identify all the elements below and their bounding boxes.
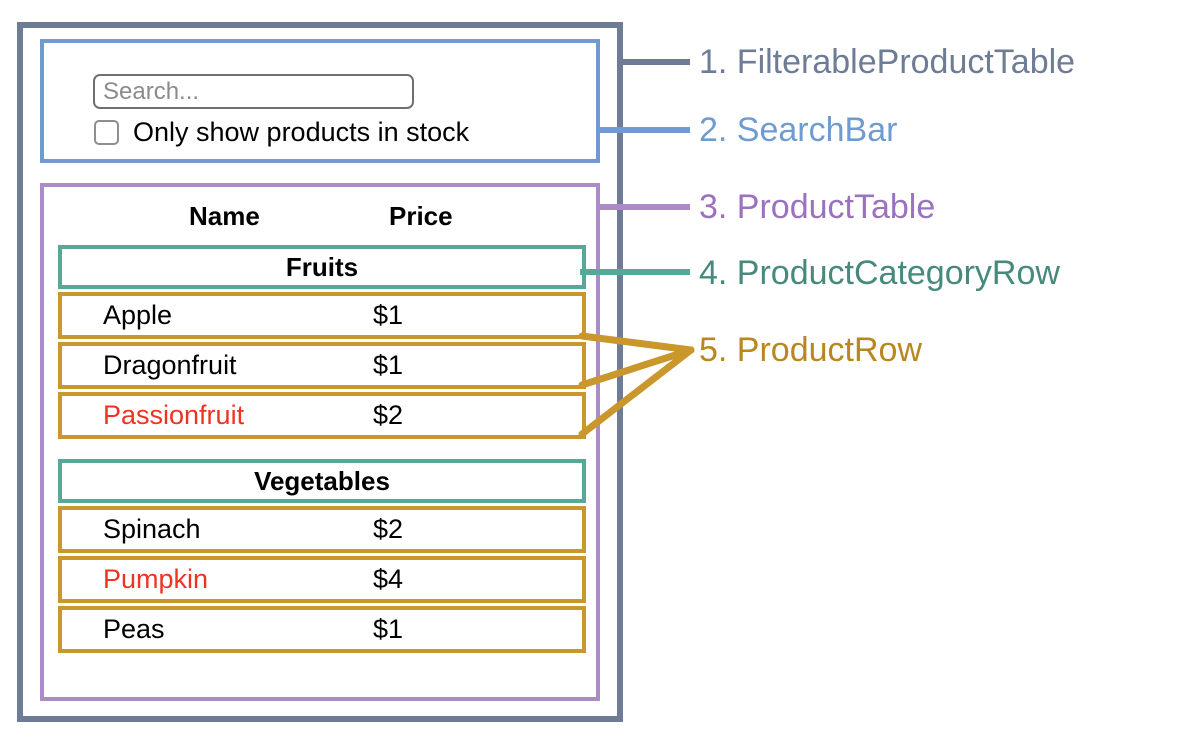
search-bar-boundary: Only show products in stock [40, 39, 600, 163]
product-row[interactable]: Pumpkin $4 [58, 556, 586, 603]
product-table-boundary: Name Price Fruits Apple $1 Dragonfruit $… [40, 183, 600, 701]
product-price: $4 [373, 564, 404, 594]
legend-item-filterable-product-table: 1. FilterableProductTable [699, 43, 1076, 81]
product-row[interactable]: Dragonfruit $1 [58, 342, 586, 389]
only-in-stock-label: Only show products in stock [133, 117, 470, 147]
category-spacer [58, 442, 586, 459]
legend-item-product-row: 5. ProductRow [699, 331, 922, 369]
product-row[interactable]: Spinach $2 [58, 506, 586, 553]
legend-item-product-table: 3. ProductTable [699, 188, 936, 226]
stock-filter-row[interactable]: Only show products in stock [94, 119, 469, 146]
product-category-row-fruits: Fruits [58, 245, 586, 289]
product-price: $1 [373, 350, 404, 380]
product-category-label: Vegetables [254, 466, 390, 496]
product-table: Name Price Fruits Apple $1 Dragonfruit $… [58, 197, 586, 656]
column-header-name: Name [189, 201, 260, 231]
only-in-stock-checkbox[interactable] [94, 120, 119, 145]
column-header-price: Price [389, 201, 453, 231]
product-price: $1 [373, 300, 404, 330]
product-price: $1 [373, 614, 404, 644]
product-name: Passionfruit [103, 400, 245, 430]
product-name: Pumpkin [103, 564, 209, 594]
legend-item-product-category-row: 4. ProductCategoryRow [699, 254, 1060, 292]
product-name: Apple [103, 300, 173, 330]
product-row[interactable]: Apple $1 [58, 292, 586, 339]
product-price: $2 [373, 514, 404, 544]
product-name: Peas [103, 614, 165, 644]
product-table-header: Name Price [58, 197, 586, 245]
product-name: Dragonfruit [103, 350, 237, 380]
search-input[interactable] [93, 74, 414, 109]
product-category-row-vegetables: Vegetables [58, 459, 586, 503]
product-row[interactable]: Passionfruit $2 [58, 392, 586, 439]
product-row[interactable]: Peas $1 [58, 606, 586, 653]
legend-item-search-bar: 2. SearchBar [699, 111, 898, 149]
product-category-label: Fruits [285, 252, 359, 282]
product-name: Spinach [103, 514, 201, 544]
product-price: $2 [373, 400, 404, 430]
